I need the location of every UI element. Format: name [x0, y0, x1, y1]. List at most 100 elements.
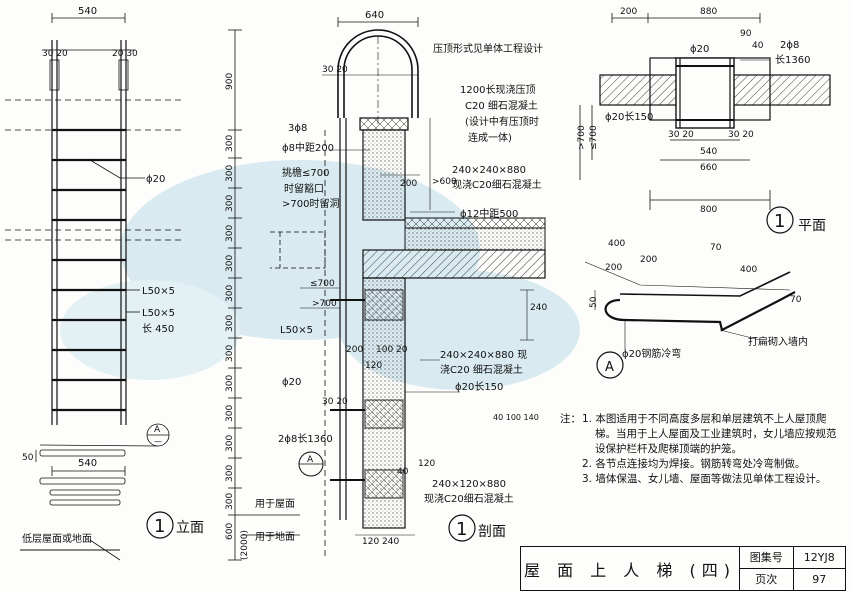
detail-label-bar: ϕ20钢筋冷弯	[622, 347, 681, 360]
vdim-300-9: 300	[225, 375, 235, 392]
sec-block2b: 浇C20 细石混凝土	[440, 363, 523, 376]
sec-vdims: 900 300 300 300 300 300 300 300 300 300 …	[225, 73, 250, 560]
sec-bar-phi12: ϕ12中距500	[460, 207, 518, 220]
detail-dim-200b: 200	[640, 255, 657, 265]
note-item: 2. 各节点连接均为焊接。钢筋转弯处冷弯制做。	[582, 458, 806, 470]
elev-side-dim: 50	[22, 453, 34, 463]
labels: 540 30 20 20 30 ϕ20 L50×5 L50×5 长 450 A …	[22, 6, 826, 560]
sec-callout-cap2: C20 细石混凝土	[465, 99, 538, 112]
plan-dim-le700: ≤700	[589, 125, 599, 150]
vdim-300-6: 300	[225, 285, 235, 302]
sec-bar-2phi8: 2ϕ8长1360	[278, 433, 333, 445]
sec-callout-cap3: (设计中有压顶时	[465, 115, 539, 128]
sec-view-label: 剖面	[478, 524, 506, 540]
plan-view-number: 1	[774, 211, 785, 232]
plan-view-label: 平面	[798, 218, 826, 234]
sec-dim-200b: 200	[346, 345, 363, 355]
vdim-300-11: 300	[225, 435, 235, 452]
elev-angle-label-2: L50×5	[142, 308, 175, 319]
elev-detail-tag: A	[154, 425, 161, 435]
detail-dim-50: 50	[589, 296, 599, 308]
detail-dim-70b: 70	[790, 295, 802, 305]
vdim-300-2: 300	[225, 165, 235, 182]
detail-label-flat: 打扁砌入墙内	[748, 335, 808, 348]
plan-right-off: 30 20	[728, 130, 754, 140]
sec-dim-gt600: >600	[432, 177, 457, 187]
elev-ground-label: 低层屋面或地面	[22, 532, 92, 545]
sec-eave1: 挑檐≤700	[282, 166, 329, 179]
elevation-rungs	[52, 128, 126, 412]
plan-bar-phi20: ϕ20长150	[605, 111, 653, 123]
vdim-300-3: 300	[225, 195, 235, 212]
page-label: 页次	[755, 573, 778, 587]
sec-bottom-dims: 120 240	[362, 537, 399, 547]
plan-dim-540: 540	[700, 147, 717, 157]
plan-bar-2phi8: 2ϕ8	[780, 40, 799, 51]
sec-dim-120: 120	[365, 361, 382, 371]
sec-block3: 240×120×880	[432, 479, 506, 490]
elev-detail-tag-sub: —	[154, 437, 162, 446]
sec-dim-gt700: >700	[312, 299, 337, 309]
title-block-grid: 图集号 12YJ8 页次 97	[740, 547, 845, 590]
title-block: 屋 面 上 人 梯 (四) 图集号 12YJ8 页次 97	[520, 546, 846, 591]
vdim-300-13: 300	[225, 493, 235, 510]
vdim-300-8: 300	[225, 345, 235, 362]
vdim-300-4: 300	[225, 225, 235, 242]
notes: 注： 1. 本图适用于不同高度多层和单层建筑不上人屋顶爬梯。当用于上人屋面及工业…	[560, 412, 845, 487]
sec-bar-phi20: ϕ20长150	[455, 381, 503, 393]
elev-right-offset: 20 30	[112, 49, 138, 59]
sec-top-dim: 640	[365, 10, 384, 21]
detail-dim-400: 400	[608, 239, 625, 249]
sec-dim-40: 40	[397, 467, 409, 477]
plan-rung: ϕ20	[690, 44, 709, 55]
plan-bar-2phi8-len: 长1360	[775, 54, 810, 66]
elev-top-dim: 540	[78, 6, 97, 17]
notes-list: 1. 本图适用于不同高度多层和单层建筑不上人屋顶爬梯。当用于上人屋面及工业建筑时…	[560, 412, 845, 487]
sec-rung: ϕ20	[282, 377, 301, 388]
vdim-300-7: 300	[225, 315, 235, 332]
sec-dim-30-20: 30 20	[322, 397, 348, 407]
sec-callout-top: 压顶形式见单体工程设计	[433, 42, 543, 55]
elev-view-number: 1	[154, 516, 165, 537]
atlas-value: 12YJ8	[792, 547, 845, 569]
detail-dim-200a: 200	[605, 263, 622, 273]
sec-tag-a: A	[307, 455, 314, 465]
sec-dim-200: 200	[400, 179, 417, 189]
sec-block3b: 现浇C20细石混凝土	[424, 492, 514, 505]
detail-a-view	[584, 261, 796, 379]
vdim-300-5: 300	[225, 255, 235, 272]
detail-dim-400b: 400	[740, 265, 757, 275]
section-view	[270, 17, 546, 560]
sec-block1b: 现浇C20细石混凝土	[452, 178, 542, 191]
sec-bar-phi8: ϕ8中距200	[282, 141, 334, 154]
sec-angle: L50×5	[280, 325, 313, 336]
sec-eave2: 时留豁口	[284, 182, 324, 195]
atlas-label: 图集号	[740, 547, 793, 569]
vdim-900: 900	[225, 73, 235, 90]
elev-left-offset: 30 20	[42, 49, 68, 59]
sec-dim-100-20: 100 20	[376, 345, 408, 355]
plan-dim-880: 880	[700, 7, 717, 17]
elevation-leaders	[20, 159, 174, 561]
sec-eave3: >700时留洞	[282, 197, 339, 210]
sec-dim-stack: 40 100 140	[493, 413, 539, 422]
sec-bar-3phi8: 3ϕ8	[288, 123, 307, 134]
vdim-600: 600	[225, 523, 235, 540]
plan-dim-90: 90	[740, 29, 752, 39]
drawing-title: 屋 面 上 人 梯 (四)	[521, 547, 740, 590]
plan-dim-40: 40	[752, 41, 764, 51]
sec-block1: 240×240×880	[452, 165, 526, 176]
plan-dim-200: 200	[620, 7, 637, 17]
elev-angle-label: L50×5	[142, 286, 175, 297]
note-item: 3. 墙体保温、女儿墙、屋面等做法见单体工程设计。	[582, 473, 827, 485]
detail-tag: A	[605, 360, 614, 375]
plan-dim-gt700: >700	[577, 125, 587, 150]
vdim-300-1: 300	[225, 135, 235, 152]
vdim-2000: (2000)	[240, 530, 250, 560]
page-value: 97	[792, 568, 846, 590]
sec-dim-240: 240	[530, 303, 547, 313]
notes-heading: 注：	[560, 413, 581, 425]
sec-offset: 30 20	[322, 65, 348, 75]
detail-dim-70a: 70	[710, 243, 722, 253]
